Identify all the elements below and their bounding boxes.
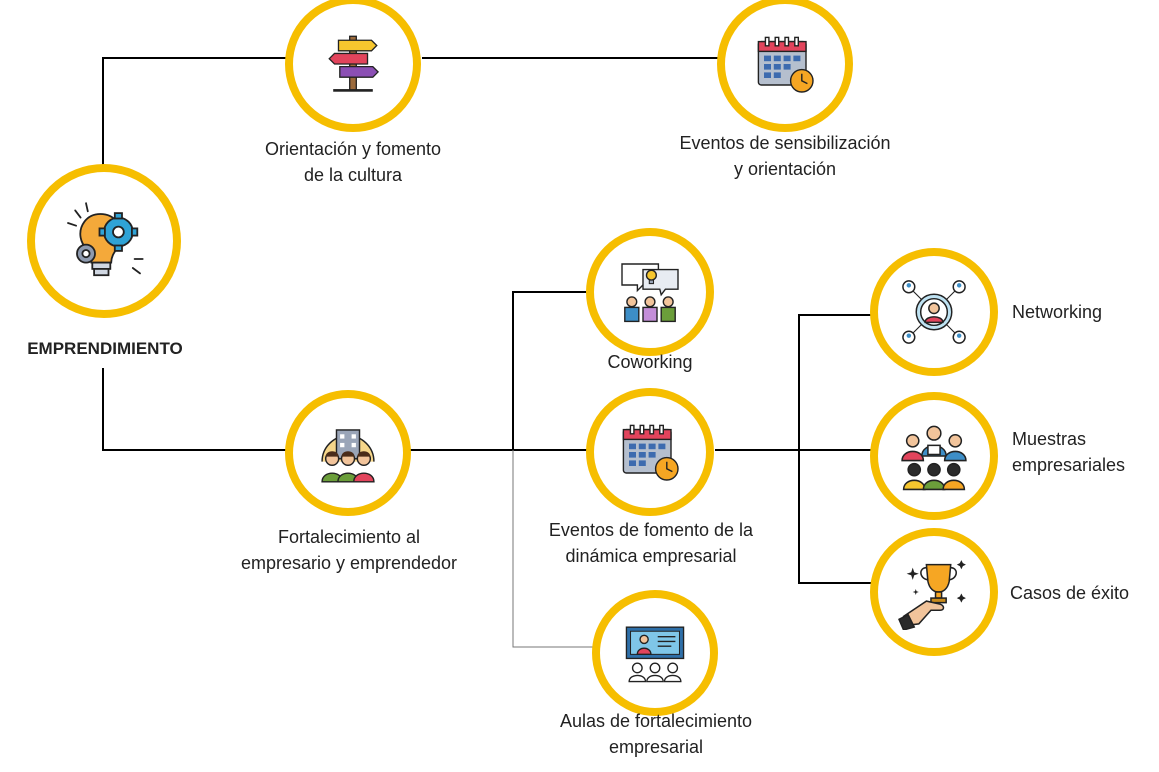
signpost-icon [328,35,380,92]
label-muestras: Muestras empresariales [1012,426,1159,478]
label-aulas: Aulas de fortalecimiento empresarial [520,708,792,760]
label-line: de la cultura [303,165,403,185]
connector-root-orientacion [102,57,289,165]
node-eventos-fomento[interactable] [586,388,714,516]
label-eventos-fomento: Eventos de fomento de la dinámica empres… [520,517,782,569]
label-line: Coworking [607,352,693,372]
trophy-hand-icon [898,560,966,630]
label-line: empresarial [608,737,704,757]
label-fortalecimiento: Fortalecimiento al empresario y emprende… [192,524,506,576]
node-orientacion[interactable] [285,0,421,132]
node-emprendimiento[interactable] [27,164,181,318]
node-eventos-sensibilizacion[interactable] [717,0,853,132]
label-orientacion: Orientación y fomento de la cultura [222,136,484,188]
lightbulb-gears-icon [67,202,144,277]
presentation-board-icon [625,626,685,683]
node-casos-exito[interactable] [870,528,998,656]
node-muestras[interactable] [870,392,998,520]
label-line: empresario y emprendedor [240,553,458,573]
label-line: Eventos de sensibilización [679,133,891,153]
label-emprendimiento: EMPRENDIMIENTO [0,336,210,362]
calendar-clock-icon [757,36,814,93]
label-line: EMPRENDIMIENTO [27,339,183,358]
label-casos-exito: Casos de éxito [1010,580,1159,606]
team-building-icon [321,429,375,483]
label-line: Muestras [1012,429,1087,449]
label-line: dinámica empresarial [565,546,737,566]
connector-root-fortalecimiento [102,368,289,451]
label-coworking: Coworking [560,349,740,375]
people-idea-icon [621,263,679,323]
node-fortalecimiento[interactable] [285,390,411,516]
connector-branch-networking [798,314,875,450]
label-line: Fortalecimiento al [277,527,421,547]
connector-branch-aulas [512,450,595,648]
node-networking[interactable] [870,248,998,376]
connector-branch-casos [798,450,875,584]
label-line: Aulas de fortalecimiento [559,711,753,731]
network-people-icon [902,280,966,344]
label-eventos-sensibilizacion: Eventos de sensibilización y orientación [640,130,930,182]
label-networking: Networking [1012,299,1152,325]
label-line: empresariales [1012,455,1126,475]
connector-branch-coworking [512,291,590,450]
calendar-clock-icon [622,424,679,481]
business-meeting-icon [901,425,967,491]
label-line: Networking [1012,302,1103,322]
node-aulas[interactable] [592,590,718,716]
label-line: y orientación [733,159,837,179]
label-line: Orientación y fomento [264,139,442,159]
label-line: Eventos de fomento de la [548,520,754,540]
node-coworking[interactable] [586,228,714,356]
label-line: Casos de éxito [1010,583,1130,603]
